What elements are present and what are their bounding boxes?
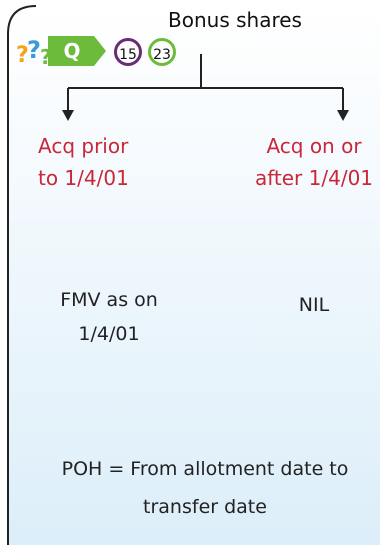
svg-text:?: ? xyxy=(40,45,52,69)
page-title: Bonus shares xyxy=(168,8,302,32)
right-arrow-head xyxy=(337,110,349,121)
left-branch-heading: Acq prior to 1/4/01 xyxy=(38,130,168,194)
question-marks-icon: ? ? ? xyxy=(16,36,52,69)
left-value-line2: 1/4/01 xyxy=(78,323,140,345)
left-arrow-head xyxy=(62,110,74,121)
panel-fill xyxy=(8,6,380,545)
q-badge-shape xyxy=(48,36,106,66)
svg-text:?: ? xyxy=(16,43,29,68)
poh-line2: transfer date xyxy=(143,496,267,518)
svg-text:?: ? xyxy=(27,36,41,64)
poh-line1: POH = From allotment date to xyxy=(61,458,349,480)
right-branch-value: NIL xyxy=(298,294,330,316)
panel-border xyxy=(7,5,37,545)
ref-number-2: 23 xyxy=(148,38,176,66)
left-heading-line1: Acq prior xyxy=(38,134,129,158)
right-branch-heading: Acq on or after 1/4/01 xyxy=(244,130,380,194)
left-value-line1: FMV as on xyxy=(60,289,158,311)
period-of-holding-note: POH = From allotment date to transfer da… xyxy=(30,450,380,526)
q-badge-label: Q xyxy=(63,39,81,63)
right-heading-line1: Acq on or xyxy=(266,134,362,158)
right-heading-line2: after 1/4/01 xyxy=(254,166,374,190)
left-branch-value: FMV as on 1/4/01 xyxy=(34,283,184,351)
left-heading-line2: to 1/4/01 xyxy=(38,166,129,190)
ref-number-1: 15 xyxy=(114,38,142,66)
